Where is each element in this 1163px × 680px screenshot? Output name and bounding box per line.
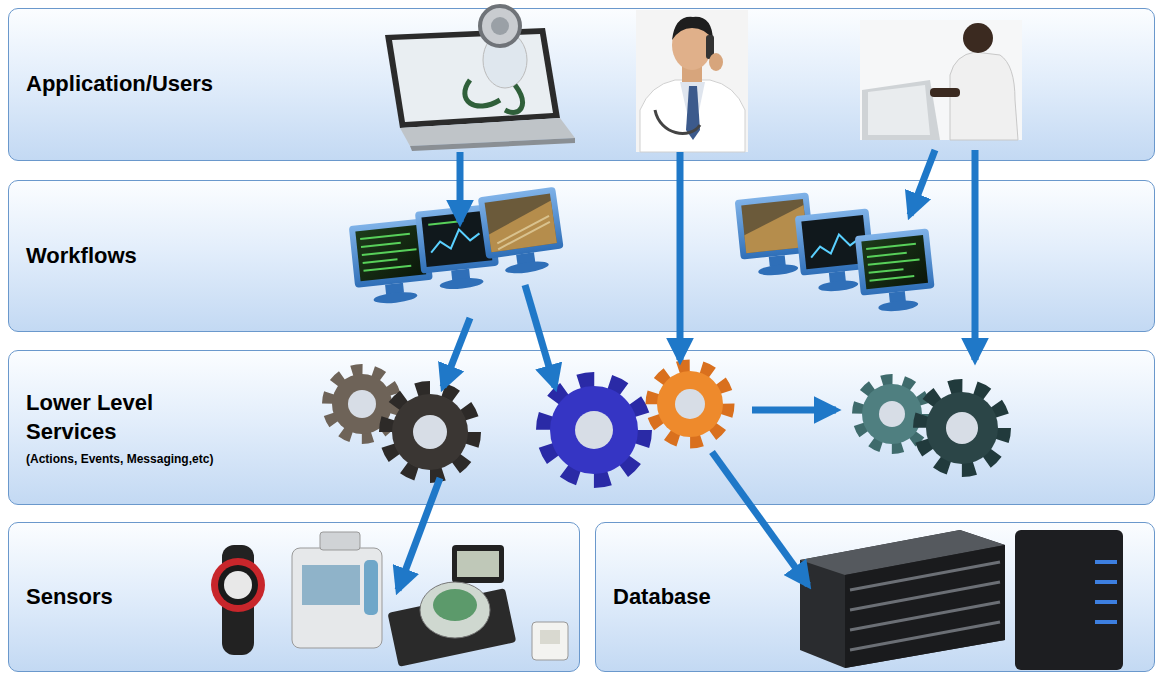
layer-subtitle: (Actions, Events, Messaging,etc) (26, 452, 1154, 466)
gear-group (328, 366, 1004, 480)
layer-title: Sensors (26, 583, 579, 612)
laptop-icon (385, 6, 575, 151)
flow-arrow (398, 478, 440, 590)
flow-arrow (910, 150, 935, 215)
flow-arrow (443, 318, 470, 387)
doctor-figure (636, 10, 748, 152)
monitor-group (735, 192, 937, 314)
monitor-group (349, 187, 567, 307)
layer-band: Lower Level Services (Actions, Events, Me… (8, 350, 1155, 505)
layer-band: Database (595, 522, 1155, 672)
flow-arrow (677, 152, 684, 360)
flow-arrow (712, 452, 808, 585)
layer-title: Application/Users (26, 70, 1154, 99)
layer-title: Database (613, 583, 1154, 612)
layer-band: Application/Users (8, 8, 1155, 161)
layer-title: Workflows (26, 242, 1154, 271)
sensor-devices (211, 532, 568, 667)
flow-arrow (972, 150, 979, 360)
user-figure (860, 20, 1022, 140)
flow-arrow (525, 285, 555, 387)
flow-arrow (457, 152, 464, 222)
server-rack (800, 530, 1123, 670)
layer-band: Sensors (8, 522, 580, 672)
layer-band: Workflows (8, 180, 1155, 332)
layer-title: Lower Level Services (26, 389, 226, 446)
